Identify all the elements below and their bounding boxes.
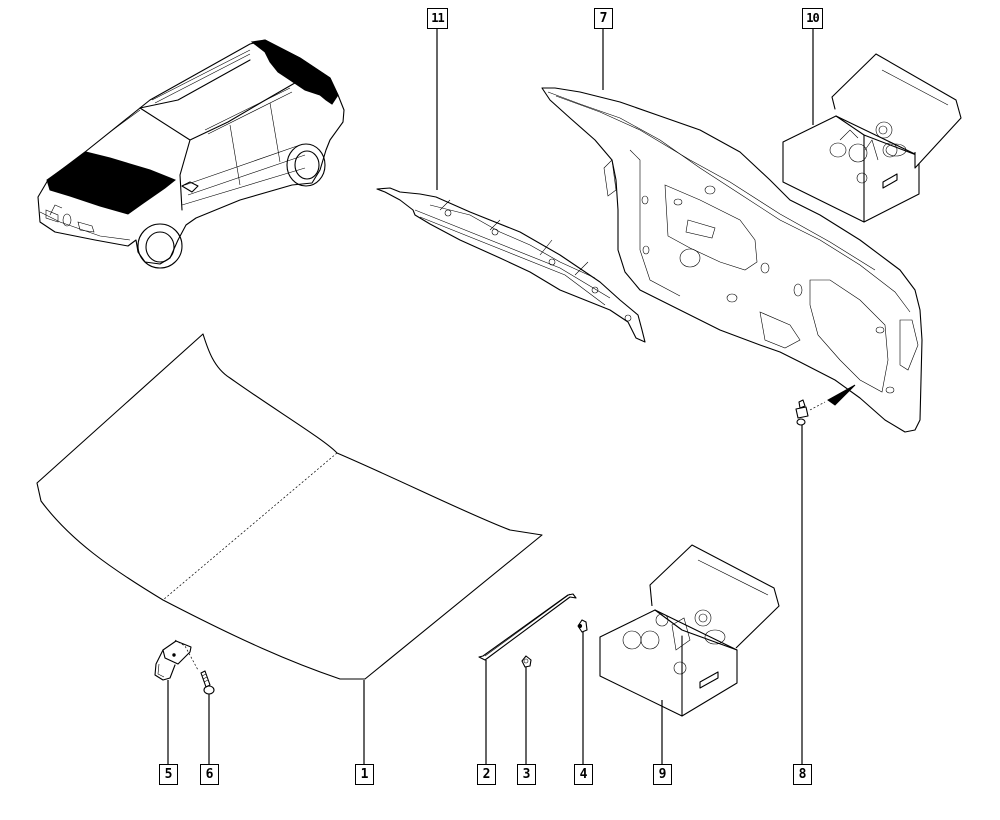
vehicle-locator-car xyxy=(37,39,345,269)
tailgate-panel xyxy=(541,87,923,433)
callout-5[interactable]: 5 xyxy=(159,764,178,785)
clip-3 xyxy=(521,655,532,668)
bolt-6 xyxy=(200,670,215,695)
callout-6[interactable]: 6 xyxy=(200,764,219,785)
stay-rod xyxy=(478,593,577,661)
callout-11[interactable]: 11 xyxy=(427,8,448,29)
kit-box-10 xyxy=(782,53,962,223)
callout-1[interactable]: 1 xyxy=(355,764,374,785)
bonnet-panel xyxy=(36,333,543,680)
callout-2[interactable]: 2 xyxy=(477,764,496,785)
callout-8[interactable]: 8 xyxy=(793,764,812,785)
callout-7[interactable]: 7 xyxy=(594,8,613,29)
callout-3[interactable]: 3 xyxy=(517,764,536,785)
kit-box-9 xyxy=(599,544,780,717)
callout-9[interactable]: 9 xyxy=(653,764,672,785)
stud-8 xyxy=(795,384,856,426)
clip-4 xyxy=(577,619,588,633)
locator-hood-highlight xyxy=(46,151,176,215)
callout-10[interactable]: 10 xyxy=(802,8,823,29)
locator-tailgate-highlight xyxy=(250,39,339,105)
reinforcement-panel xyxy=(376,187,646,343)
callout-4[interactable]: 4 xyxy=(574,764,593,785)
leader-lines xyxy=(167,28,814,764)
bracket-5 xyxy=(154,639,199,681)
